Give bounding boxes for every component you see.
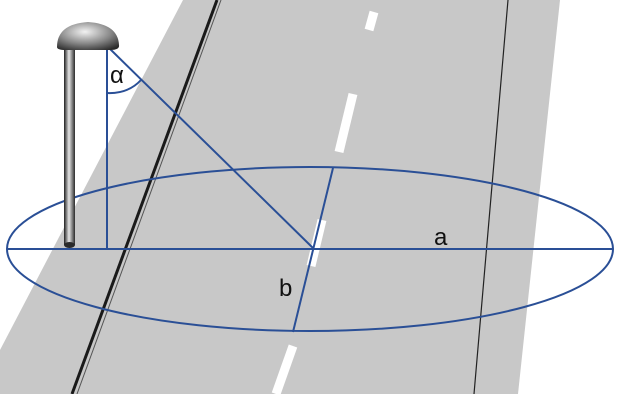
lane-markings: [271, 10, 379, 394]
road-left-edge: [70, 0, 219, 394]
street-lamp: [57, 22, 120, 248]
minor-axis-line: [292, 167, 334, 333]
geometry-lines: [6, 45, 614, 333]
lane-dash: [306, 218, 327, 268]
lamp-head: [57, 22, 120, 50]
lamp-pole-base: [64, 242, 75, 248]
alpha-angle-arc: [106, 79, 142, 95]
a-label: a: [434, 224, 448, 251]
road-left-edge-inner: [76, 0, 222, 394]
alpha-label: α: [110, 62, 124, 89]
road-right-edge: [473, 0, 509, 394]
b-label: b: [279, 275, 292, 302]
light-ray-line: [106, 45, 315, 250]
road-surface: [0, 0, 560, 394]
lamp-pole: [64, 40, 75, 245]
lane-dash: [334, 92, 358, 154]
lane-dash: [271, 344, 298, 394]
lane-dash: [364, 10, 379, 32]
